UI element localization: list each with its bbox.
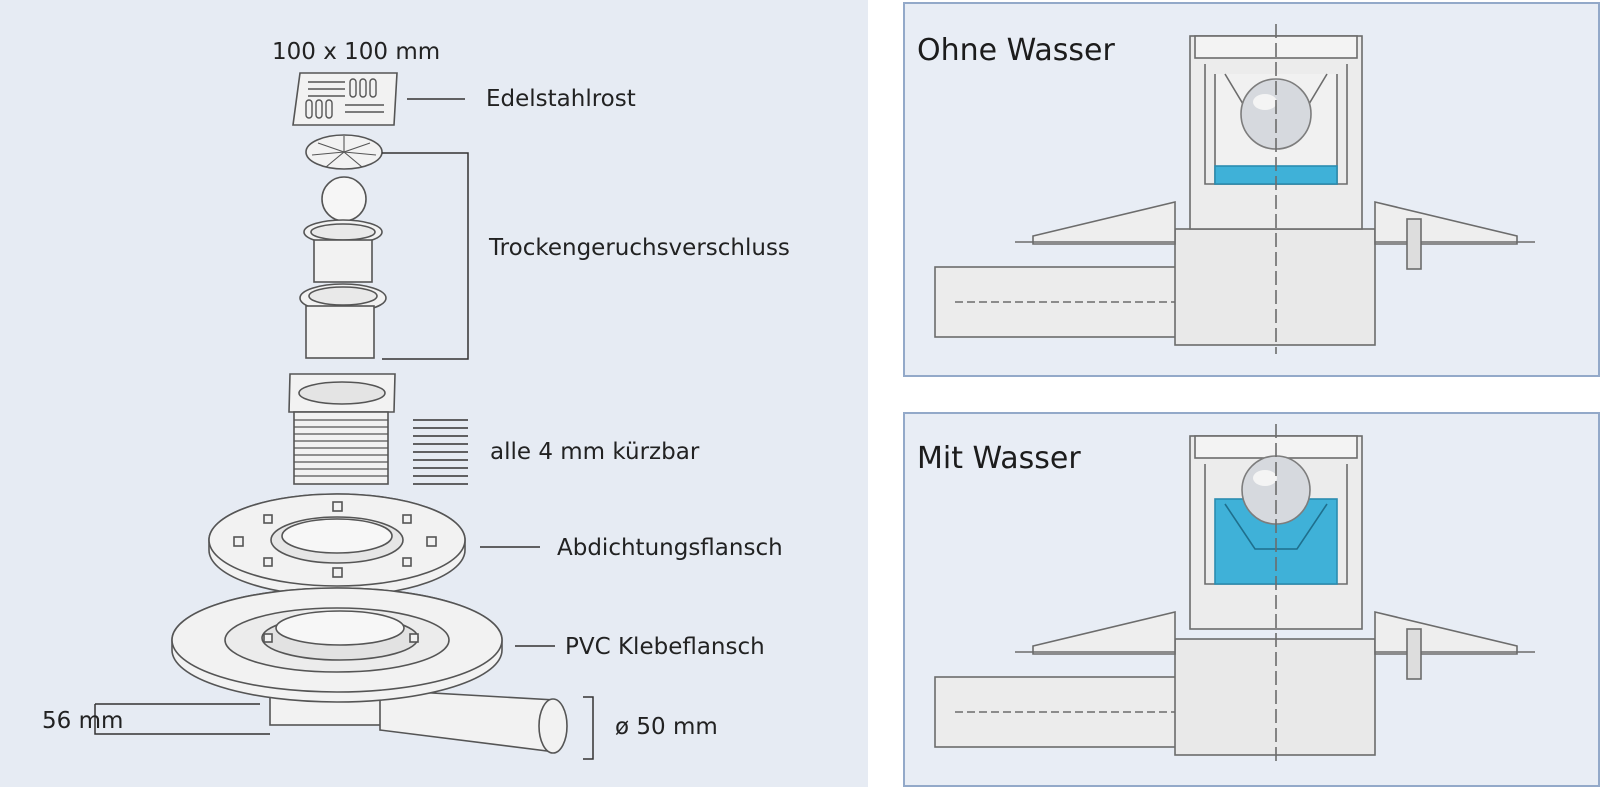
trap-label: Trockengeruchsverschluss (488, 235, 790, 261)
sealing-flange-part (208, 493, 466, 597)
pvc-flange-label: PVC Klebeflansch (565, 634, 765, 660)
sealing-flange-label: Abdichtungsflansch (557, 535, 783, 561)
leader-lines (94, 98, 594, 760)
ball-part (321, 176, 367, 222)
exploded-view-panel: 100 x 100 mm Edelstahlrost Trockengeruch… (0, 0, 868, 787)
with-water-title: Mit Wasser (917, 441, 1081, 476)
strainer-disk-part (305, 134, 383, 170)
without-water-title: Ohne Wasser (917, 33, 1115, 68)
size-label: 100 x 100 mm (272, 39, 440, 65)
pvc-flange-part (171, 587, 568, 754)
height-label: 56 mm (42, 708, 123, 734)
grate-part (292, 72, 398, 126)
trap-insert-part (299, 219, 387, 359)
section-drawing-wet: Mit Wasser (917, 424, 1535, 764)
diameter-label: ø 50 mm (615, 714, 718, 740)
section-drawing-dry: Ohne Wasser (917, 24, 1535, 354)
grate-label: Edelstahlrost (486, 86, 636, 112)
extension-part (288, 373, 396, 485)
with-water-panel: Mit Wasser (903, 412, 1600, 787)
without-water-panel: Ohne Wasser (903, 2, 1600, 377)
extension-label: alle 4 mm kürzbar (490, 439, 700, 465)
exploded-view-drawing: 100 x 100 mm Edelstahlrost Trockengeruch… (42, 39, 790, 760)
